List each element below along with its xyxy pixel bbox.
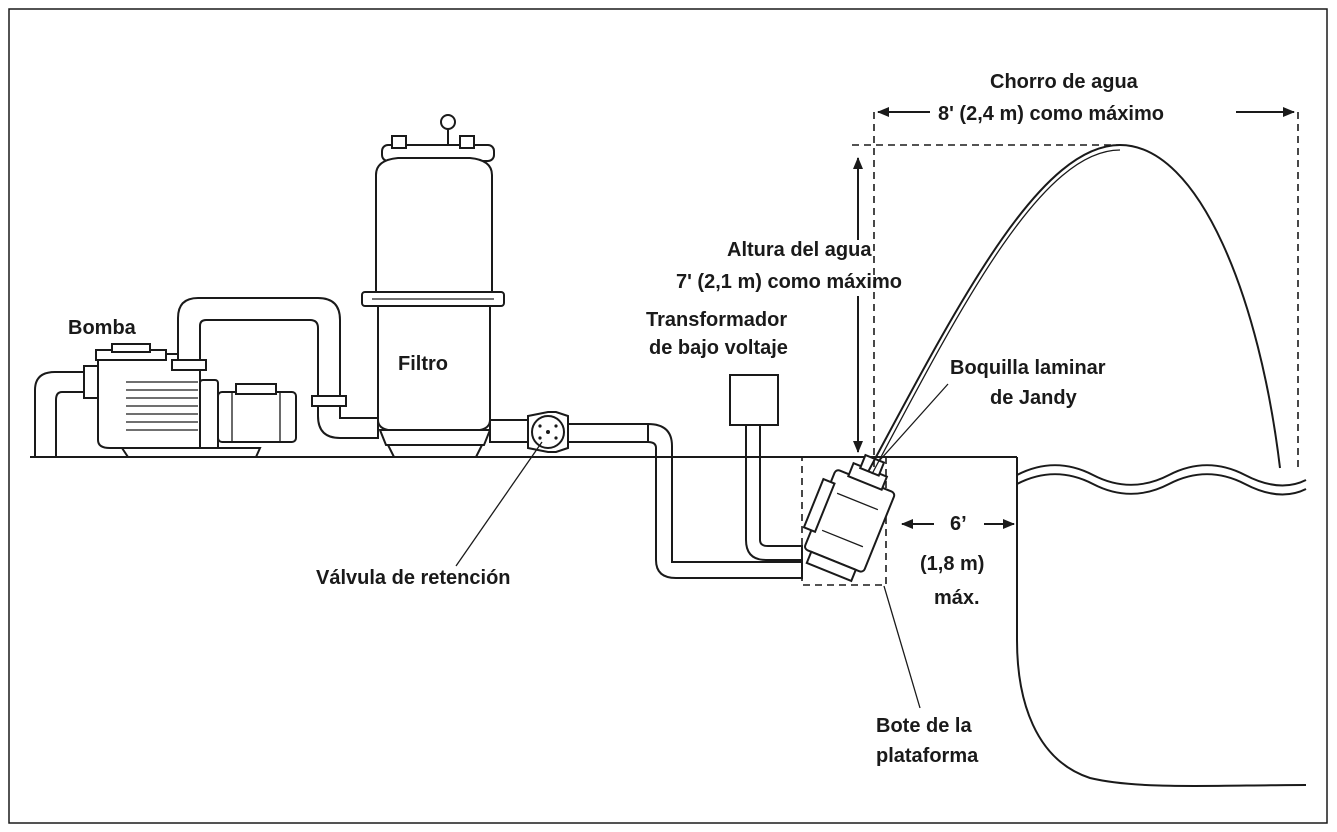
transformer [729,374,803,561]
label-jet-line2: 8' (2,4 m) como máximo [938,103,1164,125]
label-distance-line3: máx. [934,587,980,609]
deck-can [801,456,887,586]
label-height-line2: 7' (2,1 m) como máximo [676,271,902,293]
laminar-jet-nozzle [802,453,896,583]
label-nozzle-line1: Boquilla laminar [950,357,1106,379]
diagram-frame [8,8,1328,824]
label-transformer-line2: de bajo voltaje [649,337,788,359]
label-distance-line1: 6’ [950,513,967,535]
label-deck-can-line2: plataforma [876,745,979,767]
pump [34,343,297,458]
pool-water [1016,464,1307,496]
filter-to-jet-pipe [489,419,803,579]
check-valve [527,411,569,453]
height-dimension [852,144,1120,453]
label-height-line1: Altura del agua [727,239,872,261]
filter [361,114,505,458]
label-deck-can-line1: Bote de la [876,715,972,737]
label-check-valve: Válvula de retención [316,567,511,589]
width-dimension [873,107,1299,470]
water-stream [867,143,1281,475]
label-jet-line1: Chorro de agua [990,71,1139,93]
label-filter: Filtro [398,353,448,375]
label-pump: Bomba [68,317,137,339]
label-transformer-line1: Transformador [646,309,787,331]
label-distance-line2: (1,8 m) [920,553,984,575]
label-nozzle-line2: de Jandy [990,387,1078,409]
pump-to-filter-pipe [171,297,379,439]
leader-lines [455,383,949,709]
